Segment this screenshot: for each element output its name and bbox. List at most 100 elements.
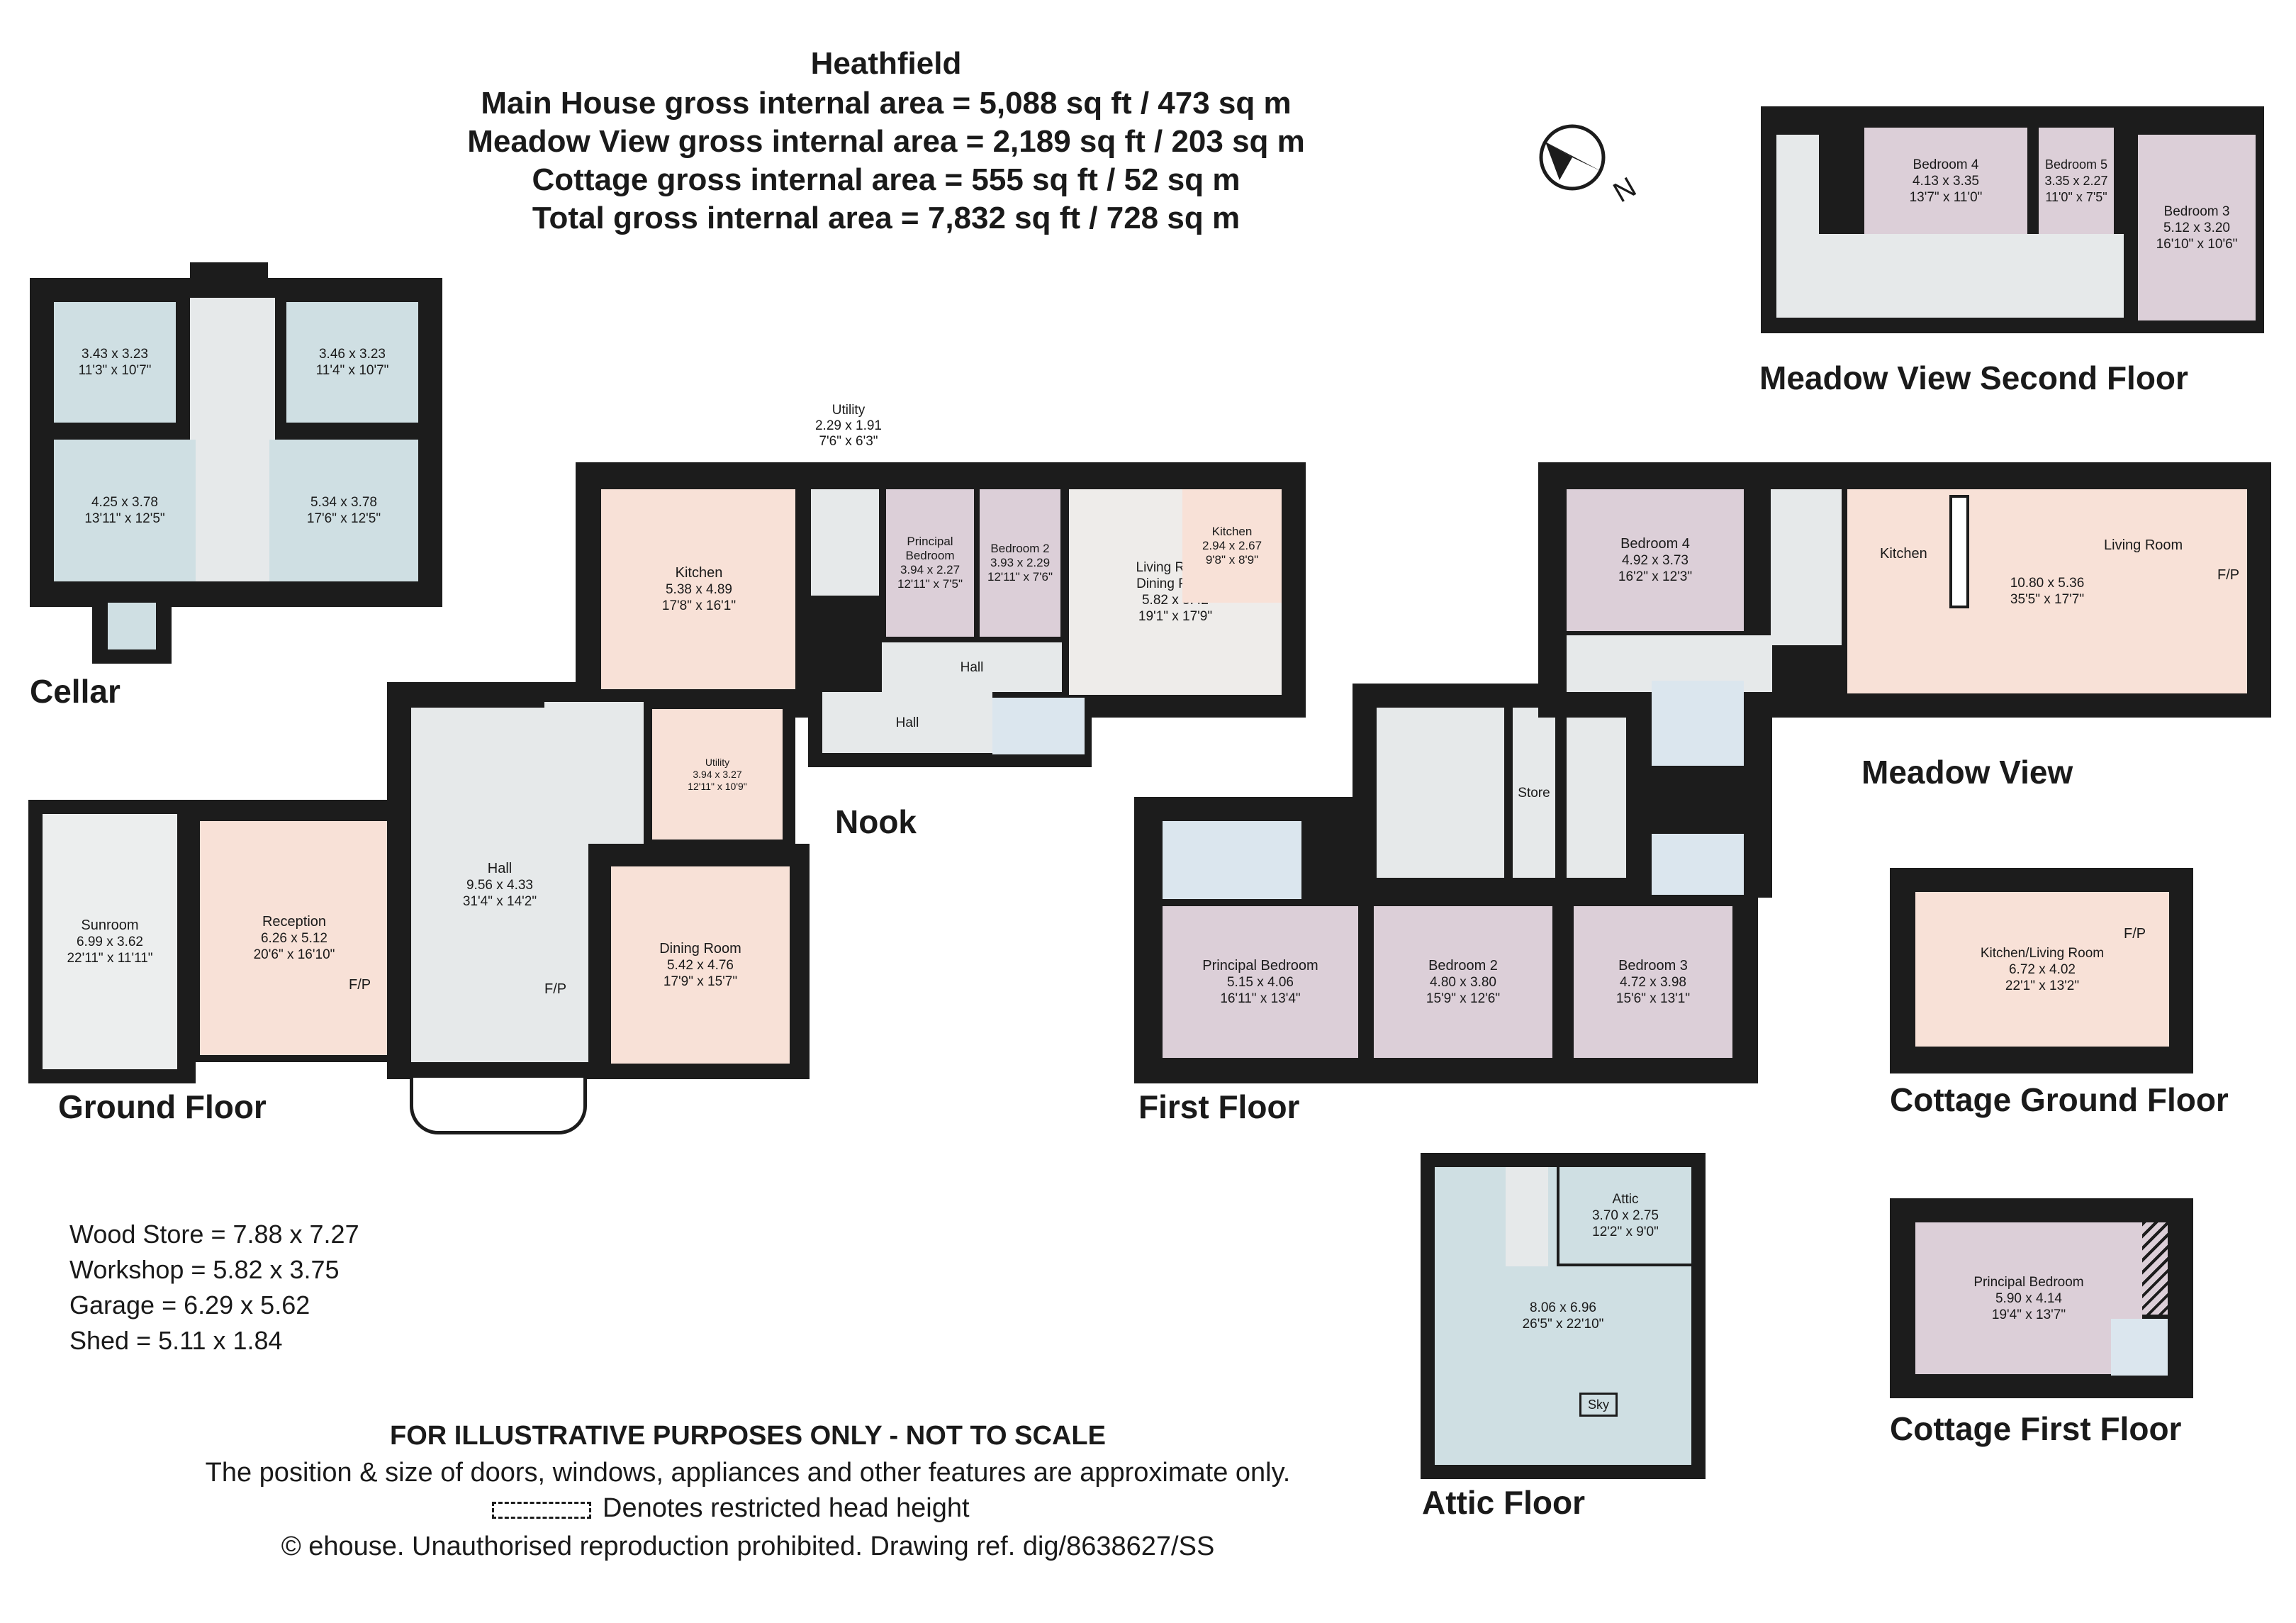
cellar-stair-area xyxy=(190,298,275,511)
room-size-imperial: 12'2" x 9'0" xyxy=(1592,1224,1659,1239)
room-name: Bedroom 4 xyxy=(1913,157,1979,172)
room-size-metric: 5.90 x 4.14 xyxy=(1995,1290,2063,1306)
gf-front-steps xyxy=(410,1078,587,1134)
room-size-imperial: 13'11" x 12'5" xyxy=(84,511,165,526)
sunroom: Sunroom 6.99 x 3.62 22'11" x 11'11" xyxy=(43,814,177,1069)
room-size-imperial: 19'4" x 13'7" xyxy=(1991,1307,2066,1322)
room-size-imperial: 13'7" x 11'0" xyxy=(1909,189,1983,205)
room-size-imperial: 9'8" x 8'9" xyxy=(1205,553,1259,567)
floor-label-meadow-second: Meadow View Second Floor xyxy=(1759,359,2188,396)
room-size-metric: 3.35 x 2.27 xyxy=(2044,173,2108,188)
cottage-fp-label: F/P xyxy=(2124,926,2146,942)
outbuilding-garage: Garage = 6.29 x 5.62 xyxy=(69,1290,310,1320)
footer-disclaimer: FOR ILLUSTRATIVE PURPOSES ONLY - NOT TO … xyxy=(390,1421,1106,1451)
nook-hall-1: Hall xyxy=(882,642,1062,692)
room-size-imperial: 35'5" x 17'7" xyxy=(2010,592,2085,607)
room-size-metric: 9.56 x 4.33 xyxy=(466,877,534,893)
room-size-metric: 2.94 x 2.67 xyxy=(1202,539,1262,552)
room-size-metric: 4.72 x 3.98 xyxy=(1619,974,1687,990)
cottage-ensuite xyxy=(2111,1319,2168,1376)
room-size-imperial: 26'5" x 22'10" xyxy=(1522,1317,1604,1332)
floor-label-cottage-first: Cottage First Floor xyxy=(1890,1410,2182,1447)
room-name: Utility xyxy=(831,403,866,418)
room-size-metric: 3.94 x 3.27 xyxy=(693,768,742,780)
room-size-imperial: 11'0" x 7'5" xyxy=(2045,189,2107,204)
room-name: Principal Bedroom xyxy=(1202,957,1318,974)
cellar-stair-bump xyxy=(190,262,268,298)
mv-fp-label: F/P xyxy=(2217,567,2240,583)
cellar-room-tr: 3.46 x 3.23 11'4" x 10'7" xyxy=(286,302,418,423)
room-name: Hall xyxy=(895,715,919,730)
nook-utility xyxy=(811,489,879,596)
room-size-metric: 3.93 x 2.29 xyxy=(990,556,1051,569)
room-size-imperial: 7'6" x 6'3" xyxy=(819,434,878,449)
room-size-imperial: 16'10" x 10'6" xyxy=(2156,236,2238,252)
reception-fp-label: F/P xyxy=(349,977,371,993)
restricted-height-legend-icon xyxy=(492,1502,591,1519)
outbuilding-shed: Shed = 5.11 x 1.84 xyxy=(69,1326,283,1355)
room-size-imperial: 17'9" x 15'7" xyxy=(663,974,738,989)
room-name: Principal Bedroom xyxy=(1973,1274,2084,1290)
gf-back-hall xyxy=(544,702,644,844)
ff-bedroom-2: Bedroom 2 4.80 x 3.80 15'9" x 12'6" xyxy=(1374,906,1552,1058)
nook-hall-2: Hall xyxy=(822,692,992,753)
room-size-metric: 6.99 x 3.62 xyxy=(76,934,144,949)
cellar-room-tl: 3.43 x 3.23 11'3" x 10'7" xyxy=(54,302,176,423)
room-name: Bedroom 4 xyxy=(1620,535,1690,552)
nook-utility-label: Utility 2.29 x 1.91 7'6" x 6'3" xyxy=(788,403,909,450)
room-size-imperial: 12'11" x 7'5" xyxy=(897,577,963,591)
room-name: Kitchen xyxy=(675,564,723,581)
room-size-metric: 3.43 x 3.23 xyxy=(81,347,149,362)
room-size-imperial: 22'11" x 11'11" xyxy=(67,950,153,966)
room-size-imperial: 19'1" x 17'9" xyxy=(1138,609,1213,624)
ff-principal-bedroom: Principal Bedroom 5.15 x 4.06 16'11" x 1… xyxy=(1163,906,1358,1058)
room-size-imperial: 17'6" x 12'5" xyxy=(306,511,381,526)
room-name: Store xyxy=(1518,785,1550,801)
room-name: Utility xyxy=(705,756,730,768)
cellar-lightwell-inner xyxy=(108,603,156,649)
room-size-imperial: 31'4" x 14'2" xyxy=(462,893,537,909)
mv2-bedroom-5: Bedroom 5 3.35 x 2.27 11'0" x 7'5" xyxy=(2039,128,2114,234)
room-size-metric: 10.80 x 5.36 xyxy=(2010,576,2085,591)
room-size-imperial: 15'9" x 12'6" xyxy=(1426,991,1501,1006)
floor-label-meadow-view: Meadow View xyxy=(1861,754,2073,791)
room-size-imperial: 11'4" x 10'7" xyxy=(315,363,389,378)
north-compass-icon: N xyxy=(1531,121,1642,220)
cottage-chimney xyxy=(2142,1222,2168,1315)
room-name: Principal Bedroom xyxy=(905,535,955,562)
nook-bathroom xyxy=(992,698,1085,754)
room-size-metric: 6.26 x 5.12 xyxy=(260,930,328,946)
ff-store: Store xyxy=(1513,708,1555,878)
mv-living-label: Living Room xyxy=(2104,537,2183,553)
ff-bathroom xyxy=(1163,821,1301,899)
mv-kitchen-label: Kitchen xyxy=(1880,546,1927,562)
room-size-metric: 5.38 x 4.89 xyxy=(665,581,733,597)
floor-label-ground: Ground Floor xyxy=(58,1088,267,1125)
room-name: Bedroom 5 xyxy=(2044,157,2108,172)
attic-skylight: Sky xyxy=(1579,1393,1618,1417)
room-size-metric: 5.12 x 3.20 xyxy=(2163,220,2231,235)
nook-kitchen: Kitchen 2.94 x 2.67 9'8" x 8'9" xyxy=(1182,489,1282,603)
mv-bedroom-4: Bedroom 4 4.92 x 3.73 16'2" x 12'3" xyxy=(1567,489,1744,631)
area-main-house: Main House gross internal area = 5,088 s… xyxy=(481,86,1292,121)
footer-restricted: Denotes restricted head height xyxy=(603,1493,970,1523)
room-size-metric: 2.29 x 1.91 xyxy=(814,418,883,433)
floor-label-nook: Nook xyxy=(835,803,917,840)
mv2-bedroom-3: Bedroom 3 5.12 x 3.20 16'10" x 10'6" xyxy=(2138,135,2256,320)
floor-label-first: First Floor xyxy=(1138,1088,1300,1125)
room-size-imperial: 11'3" x 10'7" xyxy=(78,363,152,378)
mv-stair-lobby xyxy=(1771,489,1842,645)
mv-bathroom-2 xyxy=(1652,834,1744,895)
room-size-metric: 4.13 x 3.35 xyxy=(1912,173,1980,189)
room-size-imperial: 20'6" x 16'10" xyxy=(253,947,335,962)
room-name: Kitchen/Living Room xyxy=(1980,945,2105,961)
ff-landing xyxy=(1377,708,1504,878)
attic-small: Attic 3.70 x 2.75 12'2" x 9'0" xyxy=(1557,1167,1691,1266)
cellar-passage xyxy=(196,511,269,581)
room-size-metric: 8.06 x 6.96 xyxy=(1529,1300,1597,1315)
room-size-metric: 5.15 x 4.06 xyxy=(1226,974,1294,990)
room-size-metric: 6.72 x 4.02 xyxy=(2008,961,2076,977)
room-size-imperial: 12'11" x 7'6" xyxy=(987,570,1053,584)
room-size-imperial: 16'11" x 13'4" xyxy=(1220,991,1301,1006)
cellar-room-br: 5.34 x 3.78 17'6" x 12'5" xyxy=(269,440,418,581)
